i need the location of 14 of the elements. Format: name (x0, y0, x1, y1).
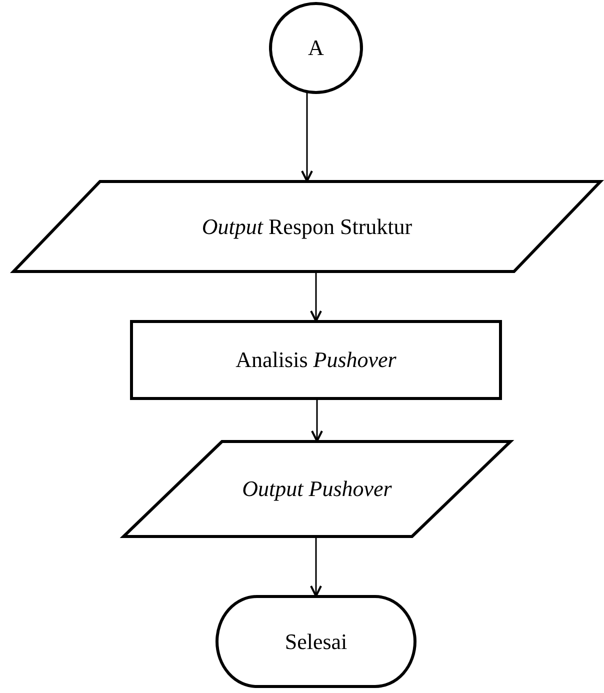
arrow (310, 272, 322, 322)
arrow (311, 399, 323, 442)
arrow (301, 93, 313, 182)
output-parallelogram (122, 440, 512, 538)
node-label: A (308, 35, 324, 61)
terminator (217, 595, 415, 688)
output-parallelogram (12, 180, 602, 273)
node-label: Analisis Pushover (236, 347, 396, 373)
connector-circle (269, 2, 363, 94)
node-label: Selesai (284, 628, 348, 654)
node-label: Output Pushover (242, 476, 392, 502)
node-label: Output Respon Struktur (202, 214, 412, 240)
process-box (130, 320, 502, 400)
arrow (310, 537, 322, 597)
